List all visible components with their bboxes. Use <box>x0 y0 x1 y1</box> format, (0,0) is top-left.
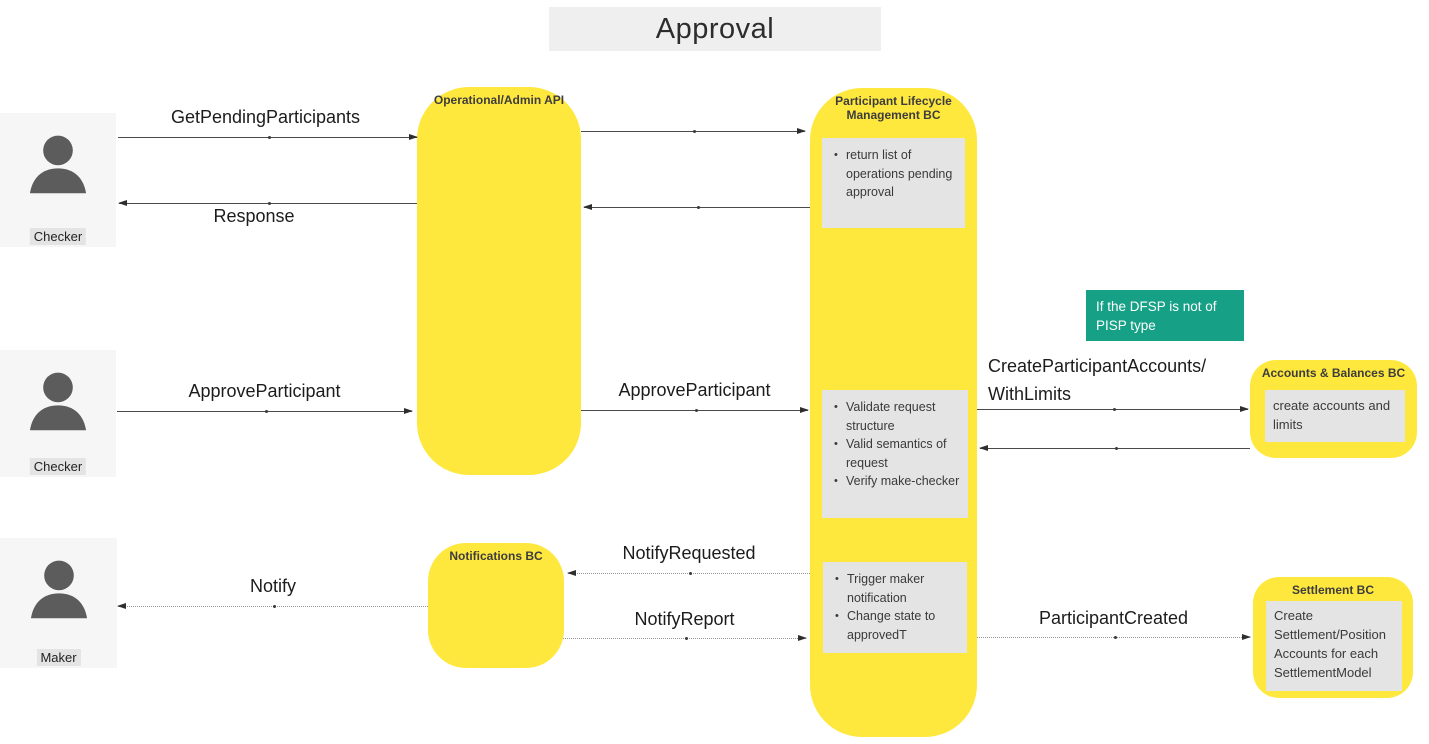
arrowhead-icon <box>798 635 807 641</box>
note-create-accounts: create accounts and limits <box>1265 390 1405 442</box>
midpoint-dot <box>684 637 688 640</box>
message-label-participant-created: ParticipantCreated <box>1038 608 1189 628</box>
component-accounts-balances-bc: Accounts & Balances BC create accounts a… <box>1250 360 1417 458</box>
midpoint-dot <box>268 202 271 205</box>
midpoint-dot <box>1112 408 1116 411</box>
message-label-notify-report: NotifyReport <box>634 609 735 629</box>
actor-checker-2: Checker <box>0 350 116 477</box>
midpoint-dot <box>1115 447 1118 450</box>
midpoint-dot <box>697 206 700 209</box>
note-item: return list of operations pending approv… <box>830 146 959 202</box>
arrowhead-icon <box>800 407 809 413</box>
arrowhead-icon <box>118 200 127 206</box>
arrowhead-icon <box>1242 634 1251 640</box>
person-icon <box>30 560 87 619</box>
arrow-approve-participant-2 <box>581 407 809 413</box>
note-create-settlement-accounts: Create Settlement/Position Accounts for … <box>1266 601 1402 691</box>
arrowhead-icon <box>404 408 413 414</box>
component-participant-lifecycle-management-bc: Participant Lifecycle Management BC retu… <box>810 88 977 737</box>
diagram-title: Approval <box>549 7 881 51</box>
arrow-create-participant-accounts <box>977 406 1249 412</box>
component-title: Notifications BC <box>449 549 543 563</box>
arrowhead-icon <box>409 134 418 140</box>
arrow-response <box>118 200 417 206</box>
arrow-accounts-return <box>979 445 1250 451</box>
actor-checker-1: Checker <box>0 113 116 247</box>
message-label-approve-participant-1: ApproveParticipant <box>188 381 341 401</box>
arrow-notify <box>117 603 428 609</box>
midpoint-dot <box>273 605 276 608</box>
note-item: Valid semantics of request <box>830 435 962 472</box>
message-label-get-pending-participants: GetPendingParticipants <box>170 107 361 127</box>
midpoint-dot <box>264 410 268 413</box>
actor-label: Maker <box>36 649 81 666</box>
message-label-notify-requested: NotifyRequested <box>622 543 756 563</box>
arrowhead-icon <box>567 570 576 576</box>
person-icon <box>29 372 87 431</box>
message-label-line: CreateParticipantAccounts/ <box>988 356 1207 376</box>
midpoint-dot <box>694 409 698 412</box>
component-title: Participant Lifecycle Management BC <box>835 94 952 122</box>
component-notifications-bc: Notifications BC <box>428 543 564 668</box>
midpoint-dot <box>689 572 692 575</box>
note-item: Validate request structure <box>830 398 962 435</box>
note-return-pending-list: return list of operations pending approv… <box>822 138 965 228</box>
midpoint-dot <box>693 130 696 133</box>
arrowhead-icon <box>117 603 126 609</box>
actor-maker: Maker <box>0 538 117 668</box>
arrow-notify-report <box>563 635 807 641</box>
component-title: Settlement BC <box>1291 583 1374 597</box>
arrow-notify-requested <box>567 570 810 576</box>
arrow-plm-to-api-response <box>583 204 810 210</box>
arrowhead-icon <box>583 204 592 210</box>
midpoint-dot <box>1113 636 1117 639</box>
arrow-api-to-plm-forward <box>581 128 806 134</box>
arrowhead-icon <box>979 445 988 451</box>
message-label-approve-participant-2: ApproveParticipant <box>618 380 771 400</box>
message-label-response: Response <box>213 206 295 226</box>
component-settlement-bc: Settlement BC Create Settlement/Position… <box>1253 577 1413 698</box>
arrow-participant-created <box>977 634 1251 640</box>
actor-label: Checker <box>29 228 87 245</box>
arrow-get-pending-participants <box>118 134 418 140</box>
message-label-notify: Notify <box>249 576 296 596</box>
midpoint-dot <box>267 136 271 139</box>
arrowhead-icon <box>1240 406 1249 412</box>
actor-label: Checker <box>29 458 87 475</box>
condition-note: If the DFSP is not of PISP type <box>1086 290 1244 341</box>
component-title: Operational/Admin API <box>433 93 565 107</box>
component-title: Accounts & Balances BC <box>1261 366 1406 380</box>
note-item: Trigger maker notification <box>831 570 961 607</box>
arrowhead-icon <box>797 128 806 134</box>
note-validate-request: Validate request structure Valid semanti… <box>822 390 968 518</box>
arrow-approve-participant-1 <box>117 408 413 414</box>
message-label-line: WithLimits <box>988 384 1072 404</box>
component-operational-admin-api: Operational/Admin API <box>417 87 581 475</box>
note-trigger-notification: Trigger maker notification Change state … <box>823 562 967 653</box>
person-icon <box>29 135 87 194</box>
note-item: Verify make-checker <box>830 472 962 491</box>
note-item: Change state to approvedT <box>831 607 961 644</box>
message-label-create-participant-accounts: CreateParticipantAccounts/ WithLimits <box>988 352 1268 408</box>
